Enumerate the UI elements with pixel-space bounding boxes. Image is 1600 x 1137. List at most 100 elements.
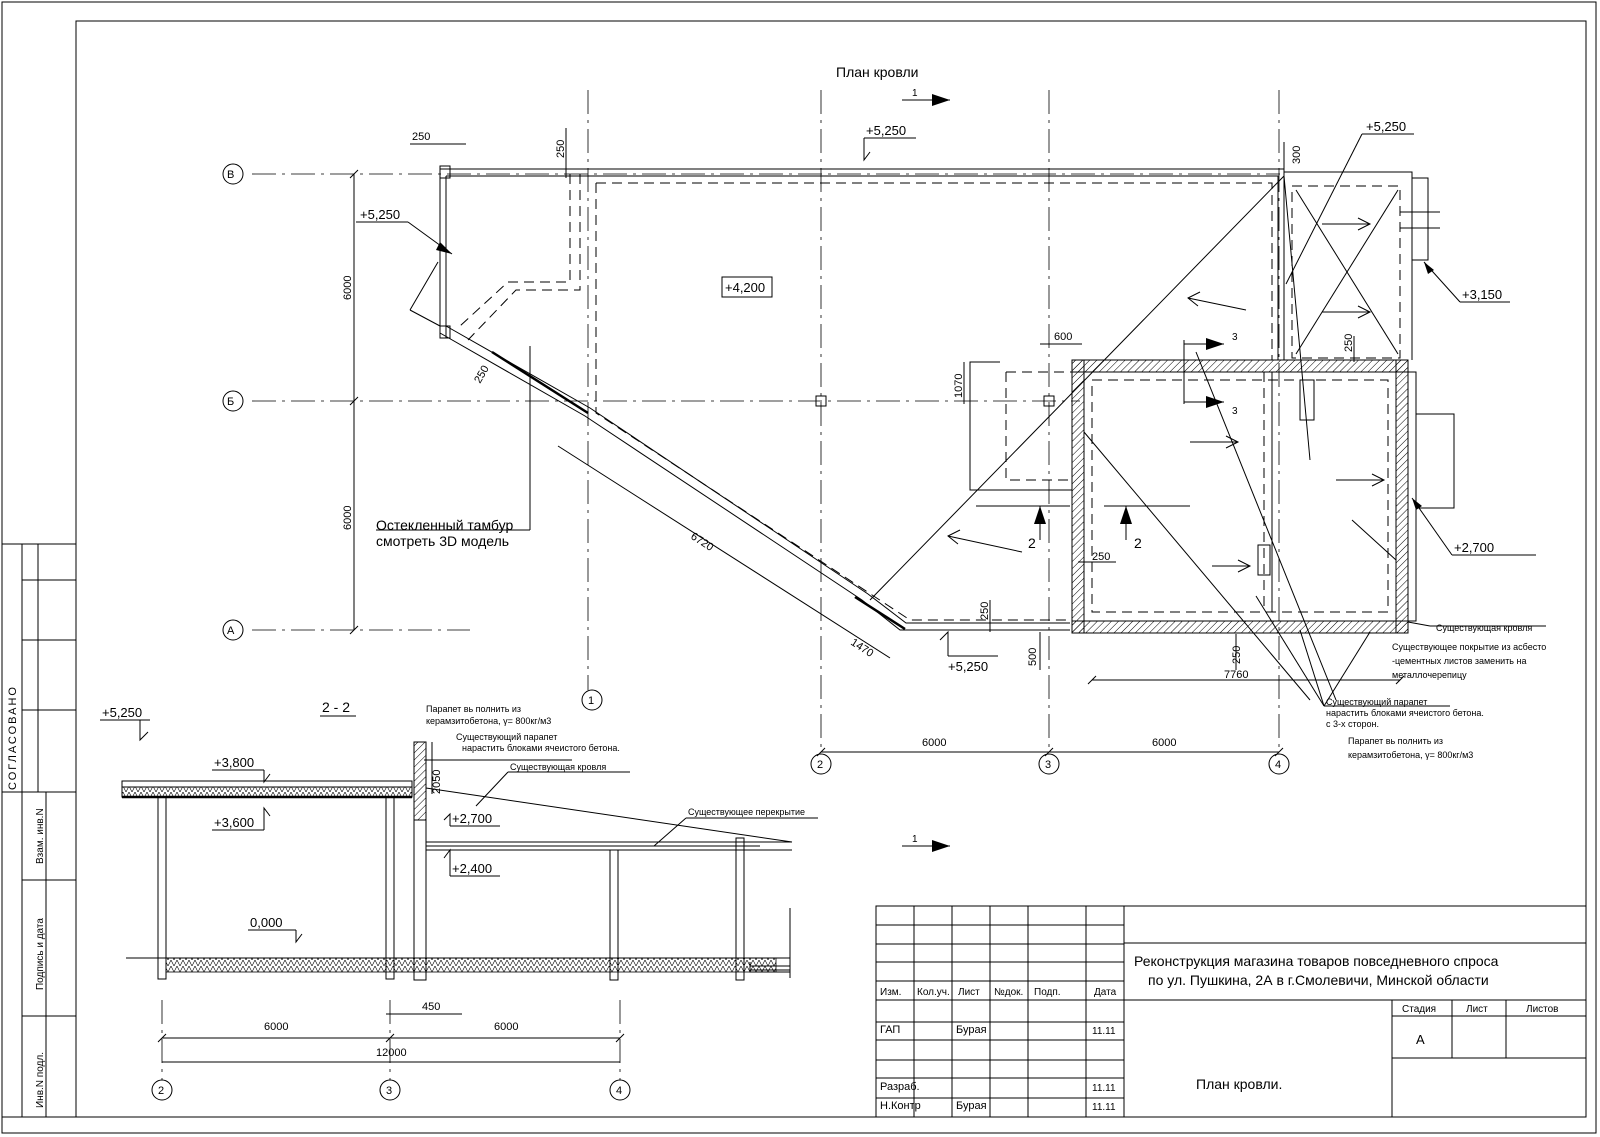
svg-text:Существующий парапет: Существующий парапет [456,732,557,742]
axis-bubble-a: А [222,619,244,641]
svg-text:1070: 1070 [953,374,965,398]
elevation-existing: +2,700 [1454,540,1494,555]
svg-text:11.11: 11.11 [1092,1102,1116,1113]
svg-text:нарастить блоками ячеистого бе: нарастить блоками ячеистого бетона. [1326,708,1484,718]
svg-text:3: 3 [1045,759,1051,771]
svg-text:600: 600 [1054,331,1072,343]
inv-replace-label: Взам. инв.N [35,808,46,864]
svg-text:+5,250: +5,250 [102,705,142,720]
axis-bubble-b: Б [222,390,244,412]
svg-text:Существующее перекрытие: Существующее перекрытие [688,807,805,817]
svg-text:6720: 6720 [688,530,715,553]
axis-grid [252,90,1280,752]
svg-text:1470: 1470 [848,636,875,659]
inv-orig-label: Инв.N подл. [35,1052,46,1108]
svg-text:12000: 12000 [376,1047,407,1059]
elevation-left: +5,250 [360,207,400,222]
svg-text:керамзитобетона, γ= 800кг/м3: керамзитобетона, γ= 800кг/м3 [426,716,551,726]
plan-title: План кровли [836,64,918,80]
svg-text:3: 3 [1232,406,1238,417]
svg-text:6000: 6000 [1152,737,1176,749]
svg-text:Парапет вь полнить из: Парапет вь полнить из [1348,736,1443,746]
svg-text:6000: 6000 [342,276,354,300]
svg-text:Н.Контр: Н.Контр [880,1100,921,1112]
elevation-right: +3,150 [1462,287,1502,302]
svg-text:1: 1 [912,834,918,845]
svg-text:3: 3 [386,1085,392,1097]
svg-text:Подп.: Подп. [1034,987,1061,998]
svg-text:300: 300 [1291,146,1303,164]
plan-notes: Остекленный тамбур смотреть 3D модель Су… [376,346,1546,760]
side-stamp: СОГЛАСОВАНО Взам. инв.N Подпись и дата И… [1,543,77,1118]
existing-roof-note: Существующая кровля [1436,623,1532,633]
elevation-top: +5,250 [866,123,906,138]
svg-text:2050: 2050 [431,770,443,794]
svg-text:№док.: №док. [994,987,1023,998]
svg-text:7760: 7760 [1224,669,1248,681]
svg-text:2: 2 [1134,535,1142,551]
svg-text:2: 2 [1028,535,1036,551]
new-roof-outline: +4,200 [409,165,1311,631]
vestibule-note-1: Остекленный тамбур [376,517,513,533]
plan-dimensions: 6000 6000 250 250 300 250 600 1070 250 2… [342,128,1405,757]
svg-text:Кол.уч.: Кол.уч. [917,987,950,998]
plan-elevation-marks: +5,250 +5,250 +5,250 +3,150 +2,700 +5,25… [356,119,1536,674]
svg-text:2: 2 [158,1085,164,1097]
existing-building [969,171,1455,701]
svg-text:1: 1 [912,88,918,99]
svg-text:3: 3 [1232,332,1238,343]
svg-text:+3,800: +3,800 [214,755,254,770]
svg-text:Листов: Листов [1526,1004,1559,1015]
svg-text:Существующая кровля: Существующая кровля [510,762,606,772]
svg-text:металлочерепицу: металлочерепицу [1392,670,1467,680]
svg-text:250: 250 [412,131,430,143]
elevation-bottom: +5,250 [948,659,988,674]
svg-text:Дата: Дата [1094,987,1117,998]
svg-text:Б: Б [227,396,234,408]
svg-text:В: В [227,169,234,181]
section-markers: 1 1 2 2 3 3 [902,88,1238,852]
svg-text:ГАП: ГАП [880,1024,900,1036]
svg-text:А: А [227,625,235,637]
svg-text:Разраб.: Разраб. [880,1081,920,1093]
svg-text:11.11: 11.11 [1092,1026,1116,1037]
drainage-arrows [947,217,1386,573]
svg-text:Существующий парапет: Существующий парапет [1326,697,1427,707]
svg-text:4: 4 [1275,759,1281,771]
svg-text:250: 250 [472,364,492,386]
svg-text:6000: 6000 [342,506,354,530]
axis-bubble-3: 3 [1038,753,1060,775]
section-2-2: 2 - 2 2 3 4 [100,699,818,1101]
svg-text:250: 250 [1231,646,1243,664]
svg-text:6000: 6000 [264,1021,288,1033]
svg-text:Лист: Лист [1466,1004,1488,1015]
svg-text:6000: 6000 [922,737,946,749]
stage-value: А [1416,1032,1425,1047]
svg-text:Существующее покрытие из асбес: Существующее покрытие из асбесто [1392,642,1546,652]
project-title-1: Реконструкция магазина товаров повседнев… [1134,953,1499,969]
title-block: Изм. Кол.уч. Лист №док. Подп. Дата ГАП Б… [875,905,1587,1118]
svg-text:керамзитобетона, γ= 800кг/м3: керамзитобетона, γ= 800кг/м3 [1348,750,1473,760]
section-title: 2 - 2 [322,699,350,715]
svg-text:6000: 6000 [494,1021,518,1033]
svg-text:250: 250 [979,602,991,620]
sign-date-label: Подпись и дата [35,918,46,990]
svg-text:Стадия: Стадия [1402,1004,1436,1015]
svg-text:500: 500 [1027,648,1039,666]
sheet-title: План кровли. [1196,1076,1282,1092]
svg-text:нарастить блоками ячеистого бе: нарастить блоками ячеистого бетона. [462,743,620,753]
main-roof-elevation: +4,200 [725,280,765,295]
elevation-right-top: +5,250 [1366,119,1406,134]
vestibule-note-2: смотреть 3D модель [376,533,509,549]
svg-text:Изм.: Изм. [880,987,901,998]
svg-text:-цементных листов заменить на: -цементных листов заменить на [1392,656,1526,666]
svg-text:Бурая: Бурая [956,1100,987,1112]
svg-text:+3,600: +3,600 [214,815,254,830]
svg-text:250: 250 [1343,334,1355,352]
svg-text:0,000: 0,000 [250,915,283,930]
svg-text:Парапет вь полнить из: Парапет вь полнить из [426,704,521,714]
svg-text:2: 2 [817,759,823,771]
svg-text:+2,700: +2,700 [452,811,492,826]
axis-bubble-4: 4 [1268,753,1290,775]
